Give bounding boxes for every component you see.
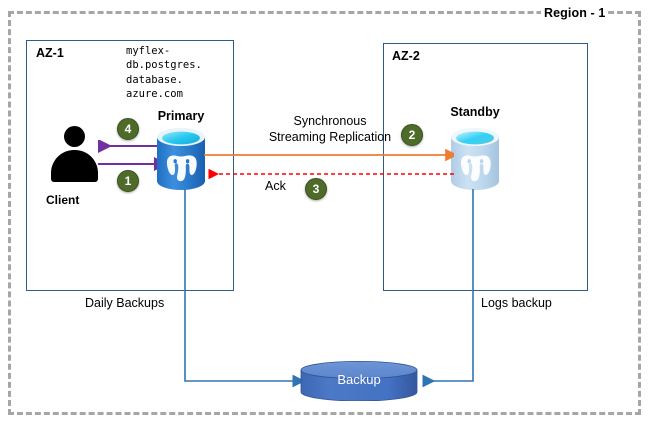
synchronous-replication-arrow (204, 149, 454, 161)
primary-node-label: Primary (157, 109, 205, 123)
region-boundary (8, 11, 641, 415)
logs-backup-connector (422, 189, 474, 388)
standby-node-label: Standby (450, 105, 500, 119)
backup-connector-lines (184, 189, 474, 388)
availability-zone-2-label: AZ-2 (392, 49, 420, 63)
logs-backup-label: Logs backup (481, 296, 552, 310)
client-primary-arrows (98, 140, 160, 171)
daily-backup-connector (184, 189, 306, 388)
step-badge-3: 3 (305, 178, 327, 200)
step-badge-2: 2 (401, 124, 423, 146)
availability-zone-1-label: AZ-1 (36, 46, 64, 60)
server-hostname-label: myflex- db.postgres. database. azure.com (126, 45, 202, 100)
ack-arrow (208, 168, 454, 180)
primary-database-icon (155, 126, 207, 192)
client-label: Client (46, 193, 80, 207)
ack-label: Ack (265, 179, 286, 193)
daily-backups-label: Daily Backups (85, 296, 165, 310)
step-badge-4: 4 (117, 118, 139, 140)
replication-label-line2: Streaming Replication (268, 130, 392, 144)
replication-label-line1: Synchronous (293, 114, 367, 128)
client-body-shape (51, 150, 98, 182)
step-badge-1: 1 (117, 170, 139, 192)
client-icon (51, 126, 98, 182)
client-head-shape (64, 126, 85, 147)
availability-zone-2-box (383, 43, 588, 291)
availability-zone-1-box (26, 40, 234, 291)
region-label: Region - 1 (541, 6, 609, 20)
backup-store-icon (300, 361, 418, 401)
replication-label: Synchronous Streaming Replication (245, 113, 415, 145)
standby-database-icon (449, 126, 501, 192)
